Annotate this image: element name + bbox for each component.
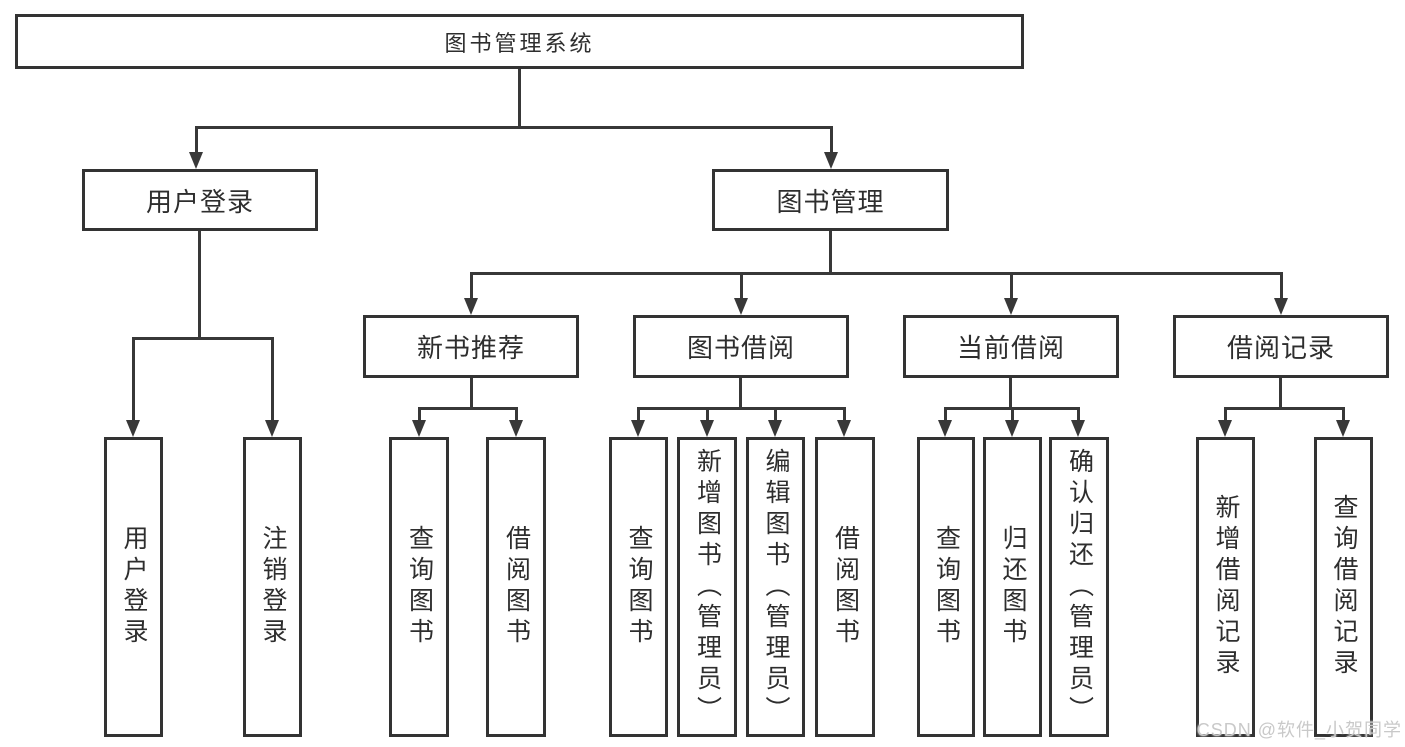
connector-line — [470, 378, 473, 410]
node-book-borrow: 图书借阅 — [633, 315, 849, 378]
node-book-mgmt-label: 图书管理 — [776, 186, 885, 217]
node-new-books-label: 新书推荐 — [416, 333, 525, 363]
arrow-down-icon — [1071, 420, 1085, 437]
node-user-login-label: 用户登录 — [145, 186, 254, 217]
arrow-down-icon — [189, 152, 203, 169]
node-current-borrow: 当前借阅 — [903, 315, 1119, 378]
arrow-down-icon — [464, 298, 478, 315]
connector-line — [944, 407, 947, 423]
node-borrow-records: 借阅记录 — [1173, 315, 1389, 378]
arrow-down-icon — [265, 420, 279, 437]
leaf-user-login: 用户登录 — [104, 437, 163, 737]
node-new-books: 新书推荐 — [363, 315, 579, 378]
leaf-newbooks-borrow: 借阅图书 — [486, 437, 546, 737]
arrow-down-icon — [734, 298, 748, 315]
connector-line — [1011, 407, 1014, 423]
connector-line — [271, 337, 274, 423]
connector-line — [829, 231, 832, 275]
connector-line — [739, 378, 742, 410]
leaf-borrow-query: 查询图书 — [609, 437, 668, 737]
connector-line — [515, 407, 518, 423]
connector-line — [132, 337, 135, 423]
node-book-mgmt: 图书管理 — [712, 169, 949, 231]
leaf-logout: 注销登录 — [243, 437, 302, 737]
connector-line — [195, 126, 832, 129]
arrow-down-icon — [1218, 420, 1232, 437]
arrow-down-icon — [938, 420, 952, 437]
node-current-borrow-label: 当前借阅 — [956, 333, 1065, 363]
leaf-current-confirm: 确认归还（管理员） — [1049, 437, 1109, 737]
connector-line — [843, 407, 846, 423]
arrow-down-icon — [126, 420, 140, 437]
connector-line — [637, 407, 640, 423]
leaf-newbooks-query-label: 查询图书 — [405, 525, 434, 649]
node-book-borrow-label: 图书借阅 — [686, 333, 795, 363]
leaf-records-query-label: 查询借阅记录 — [1330, 494, 1358, 680]
arrow-down-icon — [1005, 420, 1019, 437]
connector-line — [518, 69, 521, 129]
connector-line — [1224, 407, 1227, 423]
connector-line — [1224, 407, 1344, 410]
leaf-borrow-add-label: 新增图书（管理员） — [693, 447, 722, 727]
leaf-current-query-label: 查询图书 — [932, 525, 961, 649]
connector-line — [418, 407, 421, 423]
connector-line — [1009, 378, 1012, 410]
connector-line — [830, 126, 833, 155]
leaf-borrow-borrow: 借阅图书 — [815, 437, 875, 737]
leaf-logout-label: 注销登录 — [259, 525, 287, 649]
connector-line — [418, 407, 517, 410]
arrow-down-icon — [509, 420, 523, 437]
arrow-down-icon — [700, 420, 714, 437]
connector-line — [195, 126, 198, 155]
leaf-borrow-borrow-label: 借阅图书 — [831, 525, 860, 649]
connector-line — [1010, 272, 1013, 301]
leaf-current-confirm-label: 确认归还（管理员） — [1065, 447, 1094, 727]
node-root: 图书管理系统 — [15, 14, 1024, 69]
leaf-borrow-edit-label: 编辑图书（管理员） — [762, 447, 790, 727]
watermark: CSDN @软件_小贺同学 — [1196, 720, 1402, 740]
leaf-borrow-add: 新增图书（管理员） — [677, 437, 737, 737]
leaf-records-add: 新增借阅记录 — [1196, 437, 1255, 737]
leaf-current-return: 归还图书 — [983, 437, 1042, 737]
leaf-user-login-label: 用户登录 — [120, 525, 148, 649]
arrow-down-icon — [1274, 298, 1288, 315]
connector-line — [774, 407, 777, 423]
arrow-down-icon — [1004, 298, 1018, 315]
leaf-newbooks-borrow-label: 借阅图书 — [502, 525, 531, 649]
leaf-current-return-label: 归还图书 — [999, 525, 1027, 649]
connector-line — [1342, 407, 1345, 423]
node-borrow-records-label: 借阅记录 — [1226, 333, 1335, 363]
connector-line — [132, 337, 274, 340]
connector-line — [470, 272, 473, 301]
arrow-down-icon — [631, 420, 645, 437]
node-user-login: 用户登录 — [82, 169, 318, 231]
leaf-current-query: 查询图书 — [917, 437, 975, 737]
connector-line — [740, 272, 743, 301]
connector-line — [470, 272, 1283, 275]
connector-line — [1279, 378, 1282, 410]
node-root-label: 图书管理系统 — [444, 30, 595, 56]
arrow-down-icon — [768, 420, 782, 437]
arrow-down-icon — [412, 420, 426, 437]
leaf-newbooks-query: 查询图书 — [389, 437, 449, 737]
leaf-records-query: 查询借阅记录 — [1314, 437, 1373, 737]
arrow-down-icon — [837, 420, 851, 437]
arrow-down-icon — [1336, 420, 1350, 437]
leaf-borrow-query-label: 查询图书 — [625, 525, 653, 649]
arrow-down-icon — [824, 152, 838, 169]
connector-line — [198, 231, 201, 340]
connector-line — [706, 407, 709, 423]
connector-line — [1077, 407, 1080, 423]
connector-line — [1280, 272, 1283, 301]
connector-line — [637, 407, 846, 410]
leaf-records-add-label: 新增借阅记录 — [1212, 494, 1240, 680]
leaf-borrow-edit: 编辑图书（管理员） — [746, 437, 805, 737]
